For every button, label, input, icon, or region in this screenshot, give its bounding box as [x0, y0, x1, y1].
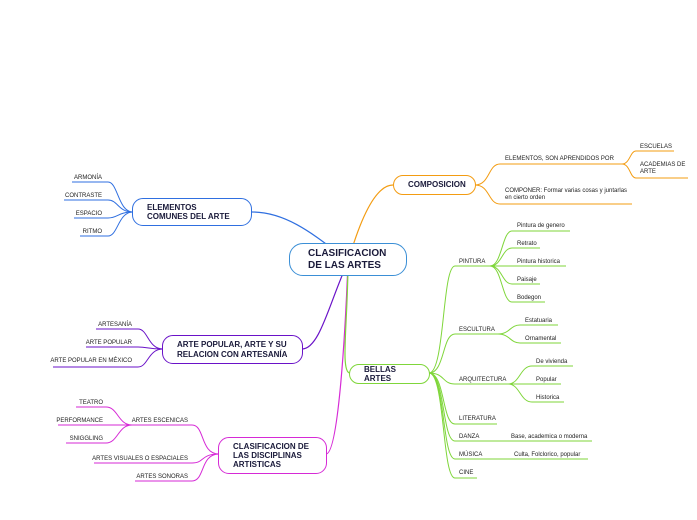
leaf-armonia[interactable]: ARMONÍA — [73, 175, 102, 181]
leaf-pintura-historica[interactable]: Pintura historica — [517, 259, 561, 265]
topic-composicion[interactable]: COMPOSICION — [393, 175, 476, 195]
central-topic-label: CLASIFICACION DE LAS ARTES — [308, 248, 387, 271]
leaf-academias[interactable]: ACADEMIAS DE ARTE — [640, 162, 686, 176]
topic-bellas-artes[interactable]: BELLAS ARTES — [349, 364, 430, 384]
leaf-musica-detalle[interactable]: Culta, Folclorico, popular — [514, 452, 581, 458]
leaf-literatura[interactable]: LITERATURA — [459, 416, 496, 422]
leaf-escultura[interactable]: ESCULTURA — [459, 327, 495, 333]
leaf-ritmo[interactable]: RITMO — [82, 229, 102, 235]
leaf-musica[interactable]: MÚSICA — [459, 452, 483, 458]
leaf-artes-escenicas[interactable]: ARTES ESCENICAS — [131, 418, 188, 424]
topic-arte-popular-label: ARTE POPULAR, ARTE Y SU RELACION CON ART… — [177, 340, 288, 359]
leaf-popular[interactable]: Popular — [536, 377, 557, 383]
leaf-arte-popular-mexico[interactable]: ARTE POPULAR EN MÉXICO — [50, 358, 132, 364]
leaf-arquitectura[interactable]: ARQUITECTURA — [459, 377, 507, 383]
leaf-danza-detalle[interactable]: Base, academica o moderna — [511, 434, 588, 440]
leaf-teatro[interactable]: TEATRO — [79, 400, 103, 406]
leaf-retrato[interactable]: Retrato — [517, 241, 537, 247]
leaf-arte-popular[interactable]: ARTE POPULAR — [85, 340, 132, 346]
leaf-bodegon[interactable]: Bodegon — [517, 295, 542, 301]
leaf-danza[interactable]: DANZA — [459, 434, 480, 440]
topic-composicion-label: COMPOSICION — [408, 180, 466, 190]
leaf-performance[interactable]: PERFORMANCE — [56, 418, 103, 424]
leaf-ornamental[interactable]: Ornamental — [525, 336, 557, 342]
leaf-paisaje[interactable]: Paisaje — [517, 277, 537, 283]
leaf-espacio[interactable]: ESPACIO — [75, 211, 102, 217]
topic-disciplinas[interactable]: CLASIFICACION DE LAS DISCIPLINAS ARTISTI… — [218, 437, 327, 474]
leaf-artes-sonoras[interactable]: ARTES SONORAS — [136, 474, 188, 480]
central-topic[interactable]: CLASIFICACION DE LAS ARTES — [289, 243, 407, 276]
leaf-de-vivienda[interactable]: De vivienda — [536, 359, 568, 365]
topic-disciplinas-label: CLASIFICACION DE LAS DISCIPLINAS ARTISTI… — [233, 441, 309, 470]
leaf-elementos-aprendidos[interactable]: ELEMENTOS, SON APRENDIDOS POR — [505, 156, 614, 162]
leaf-escuelas[interactable]: ESCUELAS — [640, 144, 673, 150]
topic-elementos[interactable]: ELEMENTOS COMUNES DEL ARTE — [132, 198, 252, 226]
leaf-historica[interactable]: Historica — [536, 395, 560, 401]
topic-arte-popular[interactable]: ARTE POPULAR, ARTE Y SU RELACION CON ART… — [162, 335, 303, 364]
leaf-pintura[interactable]: PINTURA — [459, 259, 486, 265]
topic-bellas-artes-label: BELLAS ARTES — [364, 364, 396, 383]
leaf-contraste[interactable]: CONTRASTE — [64, 193, 102, 199]
leaf-sniggling[interactable]: SNIGGLING — [69, 436, 103, 442]
leaf-pintura-genero[interactable]: Pintura de genero — [517, 223, 565, 229]
leaf-artesania[interactable]: ARTESANÍA — [98, 322, 132, 328]
leaf-cine[interactable]: CINE — [459, 470, 474, 476]
leaf-estatuaria[interactable]: Estatuaria — [525, 318, 553, 324]
leaf-artes-visuales[interactable]: ARTES VISUALES O ESPACIALES — [92, 456, 188, 462]
topic-elementos-label: ELEMENTOS COMUNES DEL ARTE — [147, 202, 230, 221]
leaf-componer[interactable]: COMPONER: Formar varias cosas y juntarla… — [505, 188, 628, 202]
